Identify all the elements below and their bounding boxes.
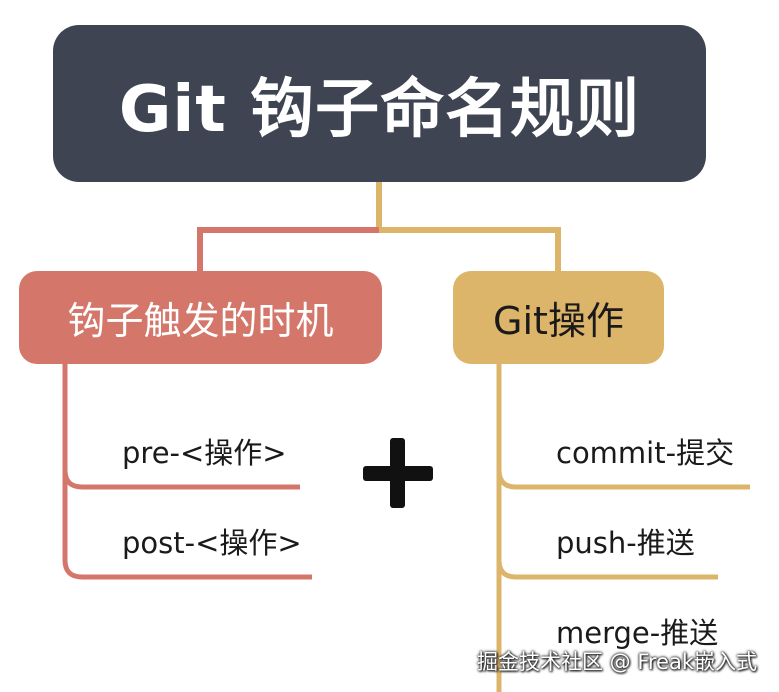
branch-label: Git操作 [493,299,624,343]
root-title: Git 钩子命名规则 [118,72,641,147]
root-node: Git 钩子命名规则 [53,25,706,182]
connector-right-item-2 [496,559,718,580]
branch-node-git-operation: Git操作 [453,271,664,364]
connector-right-item-1 [496,469,750,490]
branch-node-trigger-timing: 钩子触发的时机 [19,271,382,364]
branch-label: 钩子触发的时机 [67,299,334,343]
plus-icon [363,438,433,508]
connector-left-item-1 [62,469,300,490]
connector-root-left [197,227,379,271]
leaf-merge: merge-推送 [556,616,719,650]
leaf-pre: pre-<操作> [122,436,287,470]
watermark: 掘金技术社区 @ Freak嵌入式 [476,650,757,674]
leaf-commit: commit-提交 [556,436,735,470]
leaf-post: post-<操作> [122,526,302,560]
connector-left-tree [62,364,312,580]
leaf-push: push-推送 [556,526,695,560]
connector-root-right [379,227,561,271]
